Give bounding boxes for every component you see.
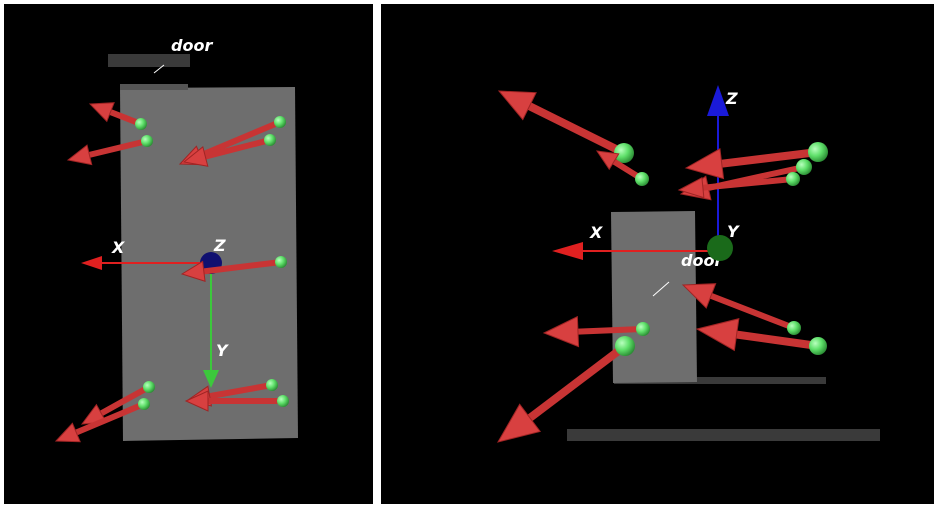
right-arrow-head-0 <box>497 90 537 121</box>
right-3d-viewport[interactable]: door Z X Y <box>381 4 934 504</box>
right-arrow-shaft-5 <box>709 293 796 331</box>
right-marker-ball-3[interactable] <box>796 159 812 175</box>
right-arrow-head-5 <box>681 283 717 309</box>
right-marker-ball-1[interactable] <box>635 172 649 186</box>
right-arrow-head-1 <box>595 150 620 171</box>
left-arrow-head-0 <box>88 102 115 123</box>
right-marker-ball-4[interactable] <box>786 172 800 186</box>
door-panel-edge <box>120 84 188 90</box>
y-axis-label: Y <box>727 222 740 241</box>
left-marker-ball-6[interactable] <box>138 398 150 410</box>
z-axis-label: Z <box>725 89 738 108</box>
y-axis-arrowhead <box>203 370 219 388</box>
left-arrow-shaft-8 <box>208 398 283 404</box>
left-marker-ball-8[interactable] <box>277 395 289 407</box>
right-arrow-shaft-2 <box>721 148 819 168</box>
right-arrow-shaft-7 <box>577 326 644 335</box>
right-marker-ball-2[interactable] <box>808 142 828 162</box>
right-arrow-head-8 <box>496 403 542 443</box>
door-panel[interactable] <box>611 211 697 383</box>
right-arrow-head-4 <box>677 176 705 199</box>
left-marker-ball-0[interactable] <box>135 118 147 130</box>
left-arrow-shaft-0 <box>109 109 143 127</box>
left-marker-ball-7[interactable] <box>266 379 278 391</box>
right-arrow-head-7 <box>542 315 580 348</box>
left-arrow-head-4 <box>180 260 206 282</box>
left-arrow-head-1 <box>66 144 93 166</box>
left-arrow-shaft-5 <box>99 384 151 416</box>
x-axis-arrowhead <box>81 256 102 270</box>
door-top-bar <box>108 54 190 67</box>
right-arrow-shaft-8 <box>527 342 628 422</box>
origin-y-marker <box>707 235 733 261</box>
right-arrow-shaft-0 <box>527 102 626 157</box>
left-arrow-shaft-3 <box>204 137 271 160</box>
door-label: door <box>171 36 213 55</box>
left-arrow-group <box>54 102 289 443</box>
left-marker-ball-4[interactable] <box>275 256 287 268</box>
left-arrow-shaft-7 <box>209 382 273 400</box>
left-arrow-shaft-4 <box>203 259 282 275</box>
x-axis-label: X <box>589 223 603 242</box>
right-marker-ball-7[interactable] <box>636 322 650 336</box>
right-marker-ball-8[interactable] <box>615 336 635 356</box>
floor-bar-upper <box>614 377 826 384</box>
z-axis-arrowhead <box>707 85 729 116</box>
right-marker-ball-6[interactable] <box>809 337 827 355</box>
left-arrow-head-8 <box>184 390 209 412</box>
right-arrow-head-2 <box>684 147 725 180</box>
y-axis-label: Y <box>216 341 229 360</box>
left-marker-ball-5[interactable] <box>143 381 155 393</box>
door-label-leader <box>153 64 165 74</box>
left-marker-ball-1[interactable] <box>141 135 153 147</box>
right-marker-ball-5[interactable] <box>787 321 801 335</box>
right-arrow-head-6 <box>695 318 740 352</box>
left-arrow-shaft-2 <box>199 119 282 159</box>
right-arrow-shaft-4 <box>702 176 794 191</box>
left-arrow-shaft-6 <box>75 401 146 436</box>
z-axis-label: Z <box>213 236 226 255</box>
left-scene: door X Y Z <box>54 36 298 443</box>
left-marker-ball-2[interactable] <box>274 116 286 128</box>
x-axis-label: X <box>111 238 125 257</box>
right-marker-ball-0[interactable] <box>614 143 634 163</box>
floor-bar-lower <box>567 429 880 441</box>
right-arrow-shaft-6 <box>736 330 819 350</box>
left-arrow-head-3 <box>182 145 209 167</box>
left-arrow-head-6 <box>54 422 81 443</box>
right-arrow-group <box>496 90 828 443</box>
right-scene: door Z X Y <box>496 85 880 443</box>
door-label-leader <box>652 281 670 297</box>
x-axis-arrowhead <box>552 242 583 260</box>
left-arrow-shaft-1 <box>88 138 148 158</box>
left-marker-ball-3[interactable] <box>264 134 276 146</box>
left-3d-viewport[interactable]: door X Y Z <box>4 4 373 504</box>
